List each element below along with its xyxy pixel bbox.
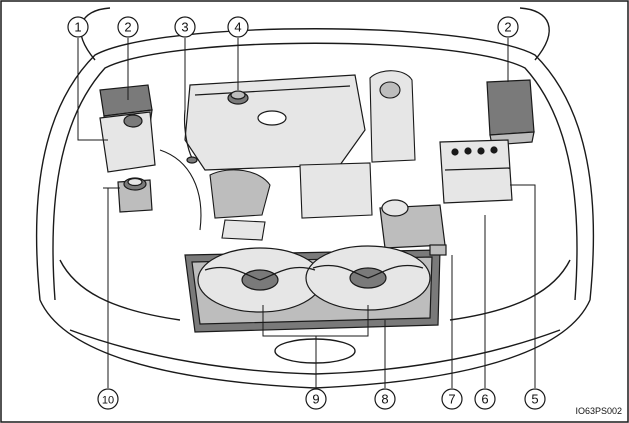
callouts: 1 2 3 4 2 10 9 8: [67, 16, 546, 410]
callout-6-label: 6: [481, 392, 488, 407]
brake-fluid-reservoir: [117, 177, 153, 213]
callout-2-left-label: 2: [124, 20, 131, 35]
callout-7-label: 7: [448, 392, 455, 407]
callout-4-label: 4: [234, 20, 241, 35]
leader-lines: [77, 38, 536, 388]
callout-2-right: 2: [497, 16, 519, 38]
engine-cover: [184, 74, 366, 171]
cooling-fans: [197, 245, 431, 313]
callout-8-label: 8: [381, 392, 388, 407]
callout-5-label: 5: [531, 392, 538, 407]
callout-4: 4: [227, 16, 249, 38]
coolant-reservoir: [379, 199, 446, 249]
callout-1: 1: [67, 16, 89, 38]
callout-10-label: 10: [102, 395, 114, 407]
radiator-cap: [429, 244, 447, 256]
callout-3-label: 3: [181, 20, 188, 35]
figure-code: IO63PS002: [575, 406, 622, 416]
fuse-box-right: [486, 79, 535, 146]
engine-components: [159, 70, 416, 241]
washer-fluid-tank: [99, 111, 156, 173]
oil-dipstick: [183, 109, 198, 164]
callout-2-right-label: 2: [504, 20, 511, 35]
callout-6: 6: [474, 388, 496, 410]
callout-9: 9: [305, 388, 327, 410]
callout-10: 10: [97, 388, 119, 410]
callout-1-label: 1: [74, 20, 81, 35]
callout-5: 5: [524, 388, 546, 410]
callout-9-label: 9: [312, 392, 319, 407]
callout-3: 3: [174, 16, 196, 38]
callout-2-left: 2: [117, 16, 139, 38]
battery: [439, 139, 513, 204]
oil-filler-cap: [227, 90, 249, 105]
vehicle-body-outline: [35, 7, 595, 389]
callout-8: 8: [374, 388, 396, 410]
callout-7: 7: [441, 388, 463, 410]
